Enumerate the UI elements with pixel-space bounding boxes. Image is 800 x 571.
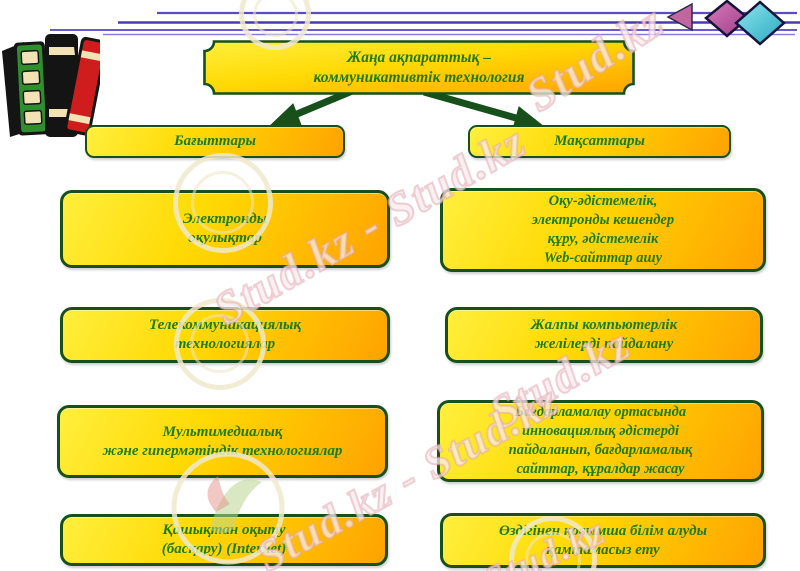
right-box-computer-networks: Жалпы компьютерлік желілерді пайдалану <box>445 307 763 363</box>
right-column-header: Мақсаттары <box>468 125 731 158</box>
right-header-label: Мақсаттары <box>554 133 645 149</box>
right-box-self-education: Өздігінен қосымша білім алуды қамтамасыз… <box>440 513 766 568</box>
right-box-programming-environment: Бағдарламалау ортасында инновациялық әді… <box>437 400 764 482</box>
top-decoration <box>50 0 800 130</box>
title-label: Жаңа ақпараттық – коммуникативтік технол… <box>313 48 525 86</box>
left-triangle-icon <box>666 2 693 32</box>
left-column-header: Бағыттары <box>85 125 345 158</box>
left-box-4-label: Қашықтан оқыту (басқару) (Internet) <box>161 522 287 557</box>
right-box-3-label: Бағдарламалау ортасында инновациялық әді… <box>508 404 693 477</box>
right-box-methodical-complexes: Оқу-әдістемелік, электронды кешендер құр… <box>440 188 766 272</box>
left-box-3-label: Мультимедиалық және гипермәтіндік технол… <box>102 423 343 459</box>
cyan-diamond-icon <box>734 0 786 46</box>
left-box-multimedia-hypertext: Мультимедиалық және гипермәтіндік технол… <box>57 405 388 478</box>
left-box-2-label: Телекоммуникациялық технологиялар <box>149 317 301 352</box>
left-box-1-label: Электронды оқулықтар <box>182 211 268 246</box>
left-header-label: Бағыттары <box>174 133 256 149</box>
title-plaque <box>203 40 635 95</box>
right-box-1-label: Оқу-әдістемелік, электронды кешендер құр… <box>531 193 675 266</box>
pink-diamond-icon <box>704 0 750 38</box>
title-box: Жаңа ақпараттық – коммуникативтік технол… <box>203 40 635 95</box>
right-box-2-label: Жалпы компьютерлік желілерді пайдалану <box>530 317 678 352</box>
left-box-distance-learning: Қашықтан оқыту (басқару) (Internet) <box>60 514 388 566</box>
books-icon <box>2 34 100 137</box>
right-box-4-label: Өздігінен қосымша білім алуды қамтамасыз… <box>498 522 708 558</box>
left-box-electronic-textbooks: Электронды оқулықтар <box>60 190 390 268</box>
arrow-to-right-header <box>423 88 545 130</box>
left-box-telecom-technologies: Телекоммуникациялық технологиялар <box>60 307 390 363</box>
